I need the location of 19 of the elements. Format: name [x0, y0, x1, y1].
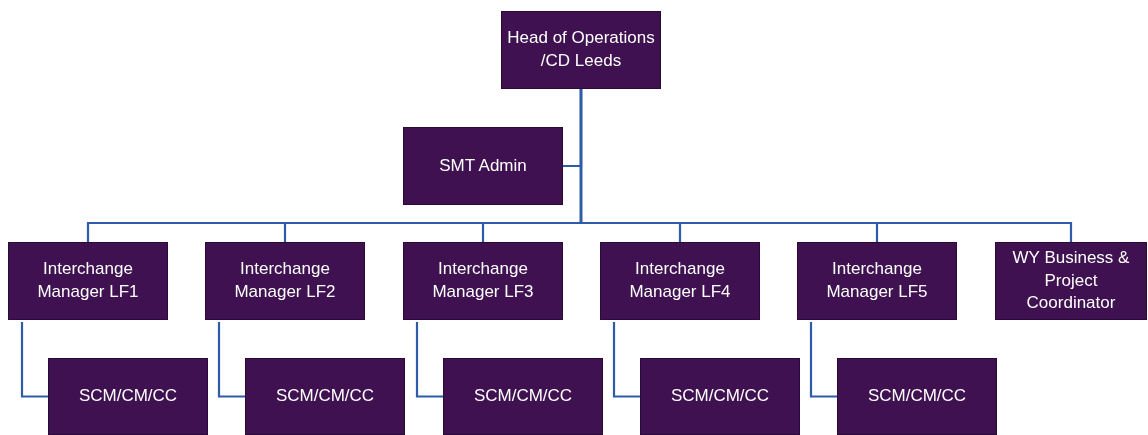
org-box: Interchange Manager LF2 [205, 242, 365, 320]
org-box: SCM/CM/CC [640, 358, 800, 435]
org-box: Interchange Manager LF5 [797, 242, 957, 320]
org-box: WY Business & Project Coordinator [995, 242, 1147, 320]
org-box: Interchange Manager LF1 [8, 242, 168, 320]
connector-line [612, 322, 640, 398]
org-box: SCM/CM/CC [245, 358, 405, 435]
connector-line [579, 89, 1073, 242]
org-box: SCM/CM/CC [837, 358, 997, 435]
org-box: Head of Operations /CD Leeds [501, 11, 661, 89]
org-box: Interchange Manager LF4 [600, 242, 760, 320]
connector-line [217, 322, 245, 398]
org-box: SCM/CM/CC [48, 358, 208, 435]
org-box: SMT Admin [403, 127, 563, 205]
connector-line [415, 322, 443, 398]
org-box: Interchange Manager LF3 [403, 242, 563, 320]
connector-line [20, 322, 48, 398]
org-box: SCM/CM/CC [443, 358, 603, 435]
connector-line [809, 322, 837, 398]
